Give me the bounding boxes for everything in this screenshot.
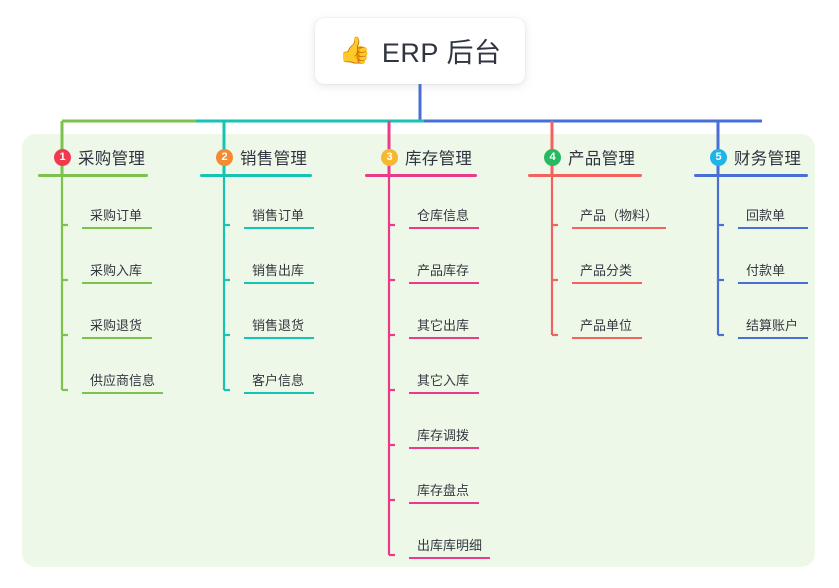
leaf-node[interactable]: 库存调拨 [389,397,479,452]
leaf-underline [82,227,152,229]
branch-header-2[interactable]: 2 销售管理 [200,146,312,168]
leaf-list: 销售订单销售出库销售退货客户信息 [200,177,314,397]
leaf-underline [82,282,152,284]
leaf-node[interactable]: 采购退货 [62,287,152,342]
leaf-node[interactable]: 回款单 [718,177,808,232]
leaf-underline [409,282,479,284]
leaf-label: 产品（物料） [580,208,659,223]
leaf-underline [244,227,314,229]
leaf-node[interactable]: 付款单 [718,232,808,287]
leaf-underline [738,282,808,284]
leaf-underline [409,392,479,394]
leaf-label: 回款单 [746,208,786,223]
leaf-label: 销售退货 [252,318,305,333]
leaf-label: 采购入库 [90,263,143,278]
branch-title: 财务管理 [734,150,802,168]
leaf-label: 产品库存 [417,263,470,278]
root-title: ERP 后台 [381,37,502,68]
leaf-node[interactable]: 库存盘点 [389,452,479,507]
branch-number-badge: 3 [381,148,398,166]
leaf-underline [738,337,808,339]
leaf-underline [409,337,479,339]
branch-title: 采购管理 [78,150,146,168]
leaf-label: 结算账户 [746,318,799,333]
branch-3[interactable]: 3 库存管理仓库信息产品库存其它出库其它入库库存调拨库存盘点出库库明细 [365,146,490,562]
leaf-label: 其它入库 [417,373,470,388]
branch-underline [528,174,642,177]
leaf-label: 销售出库 [252,263,305,278]
leaf-node[interactable]: 销售退货 [224,287,314,342]
leaf-label: 库存调拨 [417,428,470,443]
leaf-node[interactable]: 销售订单 [224,177,314,232]
leaf-underline [82,337,152,339]
leaf-underline [244,392,314,394]
leaf-underline [572,282,642,284]
branch-number-badge: 4 [544,148,561,166]
leaf-underline [738,227,808,229]
branch-header-1[interactable]: 1 采购管理 [38,146,148,168]
leaf-label: 客户信息 [252,373,305,388]
leaf-underline [409,502,479,504]
leaf-node[interactable]: 产品单位 [552,287,642,342]
branch-underline [365,174,477,177]
leaf-underline [409,447,479,449]
branch-title: 产品管理 [568,150,636,168]
leaf-label: 仓库信息 [417,208,470,223]
branch-5[interactable]: 5 财务管理回款单付款单结算账户 [694,146,808,342]
leaf-list: 采购订单采购入库采购退货供应商信息 [38,177,163,397]
thumbs-up-icon: 👍 [338,35,371,65]
leaf-label: 供应商信息 [90,373,156,388]
leaf-node[interactable]: 产品库存 [389,232,479,287]
leaf-label: 付款单 [746,263,786,278]
leaf-node[interactable]: 产品（物料） [552,177,666,232]
branch-title: 库存管理 [405,150,473,168]
branch-1[interactable]: 1 采购管理采购订单采购入库采购退货供应商信息 [38,146,163,397]
leaf-underline [244,337,314,339]
leaf-node[interactable]: 其它出库 [389,287,479,342]
leaf-label: 出库库明细 [417,538,483,553]
leaf-node[interactable]: 出库库明细 [389,507,490,562]
root-node[interactable]: 👍 ERP 后台 [315,18,525,84]
leaf-node[interactable]: 销售出库 [224,232,314,287]
branch-underline [38,174,148,177]
leaf-list: 回款单付款单结算账户 [694,177,808,342]
leaf-underline [409,227,479,229]
leaf-underline [244,282,314,284]
branch-4[interactable]: 4 产品管理产品（物料） 产品分类产品单位 [528,146,666,342]
leaf-underline [572,227,666,229]
branch-2[interactable]: 2 销售管理销售订单销售出库销售退货客户信息 [200,146,314,397]
leaf-underline [409,557,490,559]
branch-header-5[interactable]: 5 财务管理 [694,146,808,168]
leaf-node[interactable]: 客户信息 [224,342,314,397]
leaf-label: 产品分类 [580,263,633,278]
branch-underline [694,174,808,177]
branch-number-badge: 1 [54,148,71,166]
leaf-node[interactable]: 结算账户 [718,287,808,342]
leaf-list: 产品（物料） 产品分类产品单位 [528,177,666,342]
branch-number-badge: 5 [710,148,727,166]
branch-header-4[interactable]: 4 产品管理 [528,146,642,168]
leaf-label: 产品单位 [580,318,633,333]
leaf-label: 库存盘点 [417,483,470,498]
leaf-list: 仓库信息产品库存其它出库其它入库库存调拨库存盘点出库库明细 [365,177,490,562]
leaf-node[interactable]: 其它入库 [389,342,479,397]
leaf-node[interactable]: 产品分类 [552,232,642,287]
leaf-node[interactable]: 仓库信息 [389,177,479,232]
leaf-label: 采购订单 [90,208,143,223]
leaf-label: 采购退货 [90,318,143,333]
leaf-node[interactable]: 采购入库 [62,232,152,287]
leaf-underline [572,337,642,339]
leaf-underline [82,392,163,394]
leaf-label: 销售订单 [252,208,305,223]
branches-background-panel [22,134,815,567]
branch-title: 销售管理 [240,150,308,168]
branch-number-badge: 2 [216,148,233,166]
leaf-label: 其它出库 [417,318,470,333]
root-node-content: 👍 ERP 后台 [339,31,502,70]
branch-header-3[interactable]: 3 库存管理 [365,146,477,168]
leaf-node[interactable]: 采购订单 [62,177,152,232]
branch-underline [200,174,312,177]
leaf-node[interactable]: 供应商信息 [62,342,163,397]
